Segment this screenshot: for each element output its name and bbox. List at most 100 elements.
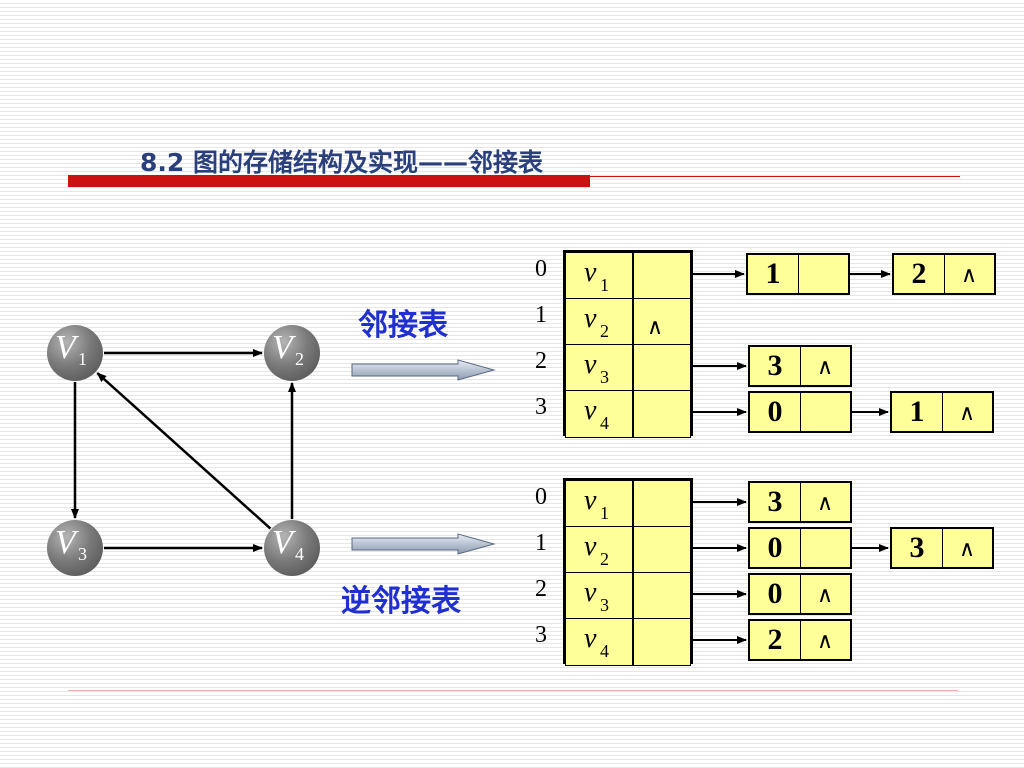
adj-arc-node-3-1: 1∧ bbox=[890, 391, 994, 433]
footer-divider bbox=[68, 690, 958, 691]
adj-arc-node-3-0: 0 bbox=[748, 391, 852, 433]
arc-adjvex: 0 bbox=[767, 577, 783, 610]
null-pointer: ∧ bbox=[816, 582, 834, 607]
arc-adjvex: 0 bbox=[767, 531, 783, 564]
vertex-subscript: 3 bbox=[600, 367, 609, 387]
arc-adjvex: 2 bbox=[911, 257, 927, 290]
vertex-subscript: 2 bbox=[600, 549, 609, 569]
vertex-subscript: 4 bbox=[600, 413, 609, 433]
adj-null-pointer-1: ∧ bbox=[647, 314, 664, 339]
edge-v4-to-v1 bbox=[96, 372, 272, 530]
vertex-subscript: 1 bbox=[600, 503, 609, 523]
inv-arc-node-3-0: 2∧ bbox=[748, 619, 852, 661]
vertex-name: V bbox=[272, 329, 293, 366]
adj-first-arc-cell-2 bbox=[633, 344, 691, 392]
arc-adjvex: 1 bbox=[765, 257, 781, 290]
null-pointer: ∧ bbox=[816, 490, 834, 515]
adj-index-2: 2 bbox=[535, 348, 547, 374]
inverse-adjacency-list-label: 逆邻接表 bbox=[341, 584, 461, 619]
inv-arc-node-1-1: 3∧ bbox=[890, 527, 994, 569]
inv-first-arc-cell-1 bbox=[633, 526, 691, 574]
arc-adjvex: 0 bbox=[767, 395, 783, 428]
inv-arc-node-1-0: 0 bbox=[748, 527, 852, 569]
vertex-subscript: 2 bbox=[295, 349, 304, 369]
vertex-letter: v bbox=[584, 395, 597, 426]
adj-arc-node-2-0: 3∧ bbox=[748, 345, 852, 387]
inv-index-3: 3 bbox=[535, 622, 547, 648]
vertex-name: V bbox=[55, 329, 76, 366]
arc-node-divider bbox=[942, 393, 943, 431]
vertex-letter: v bbox=[584, 623, 597, 654]
vertex-subscript: 1 bbox=[78, 349, 87, 369]
vertex-letter: v bbox=[584, 485, 597, 516]
adj-arc-node-0-1: 2∧ bbox=[892, 253, 996, 295]
slide-title: 8.2 图的存储结构及实现——邻接表 bbox=[140, 148, 543, 177]
inv-index-1: 1 bbox=[535, 530, 547, 556]
vertex-subscript: 4 bbox=[600, 641, 609, 661]
title-underline bbox=[590, 176, 960, 177]
inv-index-2: 2 bbox=[535, 576, 547, 602]
vertex-letter: v bbox=[584, 257, 597, 288]
inv-first-arc-cell-3 bbox=[633, 618, 691, 666]
adj-arc-node-0-0: 1 bbox=[746, 253, 850, 295]
adjacency-list-label: 邻接表 bbox=[358, 308, 448, 343]
arc-node-divider bbox=[944, 255, 945, 293]
null-pointer: ∧ bbox=[958, 536, 976, 561]
inv-index-0: 0 bbox=[535, 484, 547, 510]
inverse-transform-arrow bbox=[351, 533, 496, 555]
arc-adjvex: 1 bbox=[909, 395, 925, 428]
arc-adjvex: 2 bbox=[767, 623, 783, 656]
adj-first-arc-cell-0 bbox=[633, 252, 691, 300]
arc-node-divider bbox=[800, 393, 801, 431]
adj-first-arc-cell-3 bbox=[633, 390, 691, 438]
null-pointer: ∧ bbox=[958, 400, 976, 425]
vertex-letter: v bbox=[584, 531, 597, 562]
title-red-bar bbox=[68, 175, 590, 187]
arc-node-divider bbox=[942, 529, 943, 567]
arc-node-divider bbox=[798, 255, 799, 293]
vertex-letter: v bbox=[584, 349, 597, 380]
arc-node-divider bbox=[800, 575, 801, 613]
vertex-letter: v bbox=[584, 303, 597, 334]
arc-adjvex: 3 bbox=[767, 349, 783, 382]
vertex-letter: v bbox=[584, 577, 597, 608]
vertex-subscript: 1 bbox=[600, 275, 609, 295]
vertex-subscript: 2 bbox=[600, 321, 609, 341]
vertex-subscript: 3 bbox=[600, 595, 609, 615]
arc-node-divider bbox=[800, 347, 801, 385]
vertex-name: V bbox=[55, 524, 76, 561]
arc-adjvex: 3 bbox=[767, 485, 783, 518]
inv-first-arc-cell-2 bbox=[633, 572, 691, 620]
adj-index-0: 0 bbox=[535, 256, 547, 282]
arc-node-divider bbox=[800, 529, 801, 567]
inv-arc-node-0-0: 3∧ bbox=[748, 481, 852, 523]
vertex-name: V bbox=[272, 524, 293, 561]
inv-first-arc-cell-0 bbox=[633, 480, 691, 528]
null-pointer: ∧ bbox=[960, 262, 978, 287]
adj-index-3: 3 bbox=[535, 394, 547, 420]
adj-index-1: 1 bbox=[535, 302, 547, 328]
arc-node-divider bbox=[800, 621, 801, 659]
arc-node-divider bbox=[800, 483, 801, 521]
inv-arc-node-2-0: 0∧ bbox=[748, 573, 852, 615]
null-pointer: ∧ bbox=[816, 628, 834, 653]
vertex-subscript: 4 bbox=[295, 544, 304, 564]
null-pointer: ∧ bbox=[816, 354, 834, 379]
arc-adjvex: 3 bbox=[909, 531, 925, 564]
adjacency-transform-arrow bbox=[351, 359, 496, 381]
vertex-subscript: 3 bbox=[78, 544, 87, 564]
graph-edges bbox=[71, 349, 296, 552]
